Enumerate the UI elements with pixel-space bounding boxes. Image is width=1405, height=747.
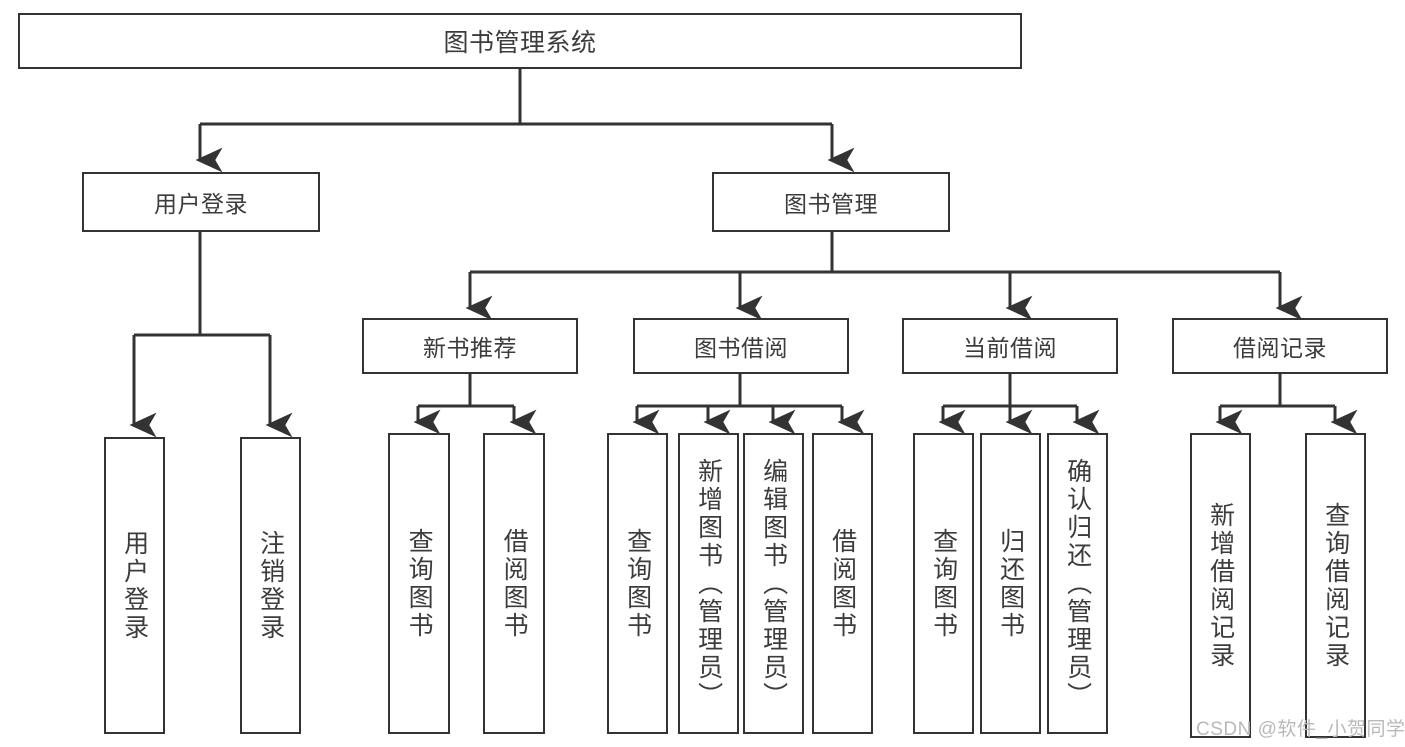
node-book-borrow-label: 图书借阅 [694, 335, 788, 361]
node-user-login-action-label: 用户登录 [120, 529, 149, 642]
node-query-book-borrow[interactable]: 查询图书 [607, 433, 668, 734]
node-edit-book-admin-label: 编辑图书（管理员） [759, 457, 788, 710]
node-add-borrow-record[interactable]: 新增借阅记录 [1190, 433, 1251, 738]
node-query-book-borrow-label: 查询图书 [623, 527, 652, 640]
node-add-book-admin-label: 新增图书（管理员） [694, 457, 723, 710]
node-borrow-record[interactable]: 借阅记录 [1172, 318, 1388, 374]
node-user-login[interactable]: 用户登录 [82, 172, 320, 232]
node-query-borrow-record-label: 查询借阅记录 [1321, 501, 1350, 670]
node-return-book-label: 归还图书 [996, 527, 1025, 640]
node-borrow-book[interactable]: 借阅图书 [812, 433, 873, 734]
node-root[interactable]: 图书管理系统 [18, 13, 1022, 69]
node-new-book-recommend[interactable]: 新书推荐 [362, 318, 578, 374]
csdn-watermark: CSDN @软件_小贺同学 [1196, 719, 1405, 740]
node-root-label: 图书管理系统 [443, 29, 597, 57]
node-logout-action-label: 注销登录 [256, 529, 285, 642]
node-book-manage-label: 图书管理 [784, 191, 878, 217]
node-add-book-admin[interactable]: 新增图书（管理员） [678, 433, 739, 734]
node-borrow-book-rec[interactable]: 借阅图书 [483, 433, 545, 734]
node-user-login-action[interactable]: 用户登录 [104, 437, 165, 734]
node-current-borrow[interactable]: 当前借阅 [902, 318, 1118, 374]
node-borrow-record-label: 借阅记录 [1233, 335, 1327, 361]
node-book-manage[interactable]: 图书管理 [712, 172, 950, 232]
node-query-book-rec-label: 查询图书 [405, 527, 434, 640]
node-query-borrow-record[interactable]: 查询借阅记录 [1305, 433, 1366, 738]
node-user-login-label: 用户登录 [154, 191, 248, 217]
node-query-book-current-label: 查询图书 [929, 527, 958, 640]
node-current-borrow-label: 当前借阅 [963, 335, 1057, 361]
node-add-borrow-record-label: 新增借阅记录 [1206, 501, 1235, 670]
node-borrow-book-label: 借阅图书 [828, 527, 857, 640]
node-new-book-recommend-label: 新书推荐 [423, 335, 517, 361]
node-confirm-return-admin[interactable]: 确认归还（管理员） [1047, 433, 1108, 734]
node-confirm-return-admin-label: 确认归还（管理员） [1063, 457, 1092, 710]
node-edit-book-admin[interactable]: 编辑图书（管理员） [743, 433, 804, 734]
node-logout-action[interactable]: 注销登录 [240, 437, 301, 734]
node-query-book-rec[interactable]: 查询图书 [388, 433, 450, 734]
node-query-book-current[interactable]: 查询图书 [913, 433, 974, 734]
node-borrow-book-rec-label: 借阅图书 [500, 527, 529, 640]
node-return-book[interactable]: 归还图书 [980, 433, 1041, 734]
node-book-borrow[interactable]: 图书借阅 [633, 318, 849, 374]
